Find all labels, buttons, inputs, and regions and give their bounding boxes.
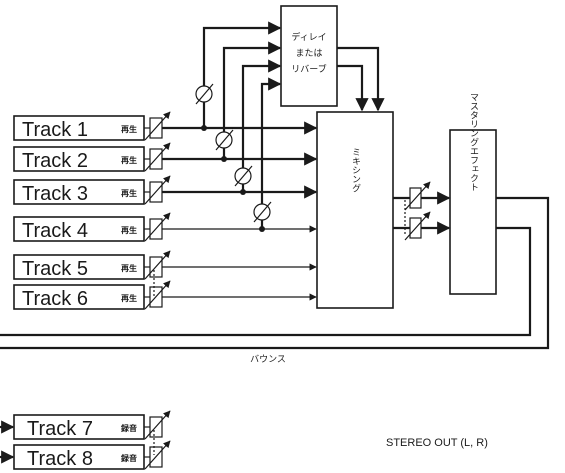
- track-row-2: Track 2 再生: [13, 146, 145, 172]
- fader-track-7[interactable]: [144, 410, 171, 440]
- track-name: Track 3: [22, 183, 88, 205]
- fader-track-2[interactable]: [144, 142, 171, 172]
- fader-track-3[interactable]: [144, 175, 171, 205]
- track-box: [13, 115, 145, 141]
- track-signal-lines: [162, 121, 318, 301]
- track-name: Track 7: [27, 418, 93, 440]
- track-name: Track 2: [22, 150, 88, 172]
- bounce-loop: バウンス: [0, 196, 550, 365]
- fader-track-8[interactable]: [144, 440, 171, 470]
- track-box: [13, 179, 145, 205]
- track-name: Track 4: [22, 220, 88, 242]
- mastering-label: マスタリングエフェクト: [468, 93, 479, 192]
- track-name: Track 6: [22, 288, 88, 310]
- effect-sends: [201, 21, 282, 232]
- master-fader-l[interactable]: [404, 181, 431, 211]
- stereo-out-label: STEREO OUT (L, R): [386, 437, 488, 449]
- fader-track-5[interactable]: [144, 250, 171, 280]
- mastering-effect-box: [449, 129, 497, 295]
- mixing-label: ミキシング: [350, 148, 361, 193]
- send-knob-2[interactable]: [215, 129, 234, 151]
- track-row-7: Track 7 録音: [0, 410, 171, 440]
- send-level-knobs: [195, 83, 272, 223]
- effect-returns: [337, 46, 385, 112]
- track-row-6: Track 6 再生: [13, 284, 145, 310]
- track-row-1: Track 1 再生: [13, 115, 145, 141]
- track-name: Track 8: [27, 448, 93, 470]
- send-knob-3[interactable]: [234, 165, 253, 187]
- track-mode: 再生: [121, 124, 137, 134]
- fader-track-6[interactable]: [144, 280, 171, 310]
- track-name: Track 5: [22, 258, 88, 280]
- track-mode: 再生: [121, 263, 137, 273]
- effect-line-1: ディレイ: [291, 31, 326, 43]
- track-mode: 再生: [121, 293, 137, 303]
- track-row-3: Track 3 再生: [13, 179, 145, 205]
- track-name: Track 1: [22, 119, 88, 141]
- track-fader-connectors: [144, 127, 150, 298]
- effect-line-3: リバーブ: [291, 63, 326, 75]
- send-knob-4[interactable]: [253, 201, 272, 223]
- track-row-5: Track 5 再生: [13, 254, 145, 280]
- send-knob-1[interactable]: [195, 83, 214, 105]
- fader-track-4[interactable]: [144, 212, 171, 242]
- track-faders: [144, 111, 171, 310]
- master-fader-r[interactable]: [404, 211, 431, 241]
- fader-track-1[interactable]: [144, 111, 171, 141]
- effect-line-2: または: [295, 48, 322, 59]
- mix-output: [393, 181, 451, 241]
- track-box: [13, 284, 145, 310]
- track-box: [13, 254, 145, 280]
- mixing-box: [316, 111, 394, 309]
- track-mode: 録音: [121, 453, 137, 463]
- track-row-4: Track 4 再生: [13, 216, 145, 242]
- track-mode: 再生: [121, 155, 137, 165]
- track-box: [13, 414, 145, 440]
- track-box: [13, 216, 145, 242]
- track-mode: 録音: [121, 423, 137, 433]
- effect-box: [280, 5, 338, 107]
- track-mode: 再生: [121, 225, 137, 235]
- bounce-label: バウンス: [250, 354, 286, 365]
- track-mode: 再生: [121, 188, 137, 198]
- track-row-8: Track 8 録音: [0, 440, 171, 470]
